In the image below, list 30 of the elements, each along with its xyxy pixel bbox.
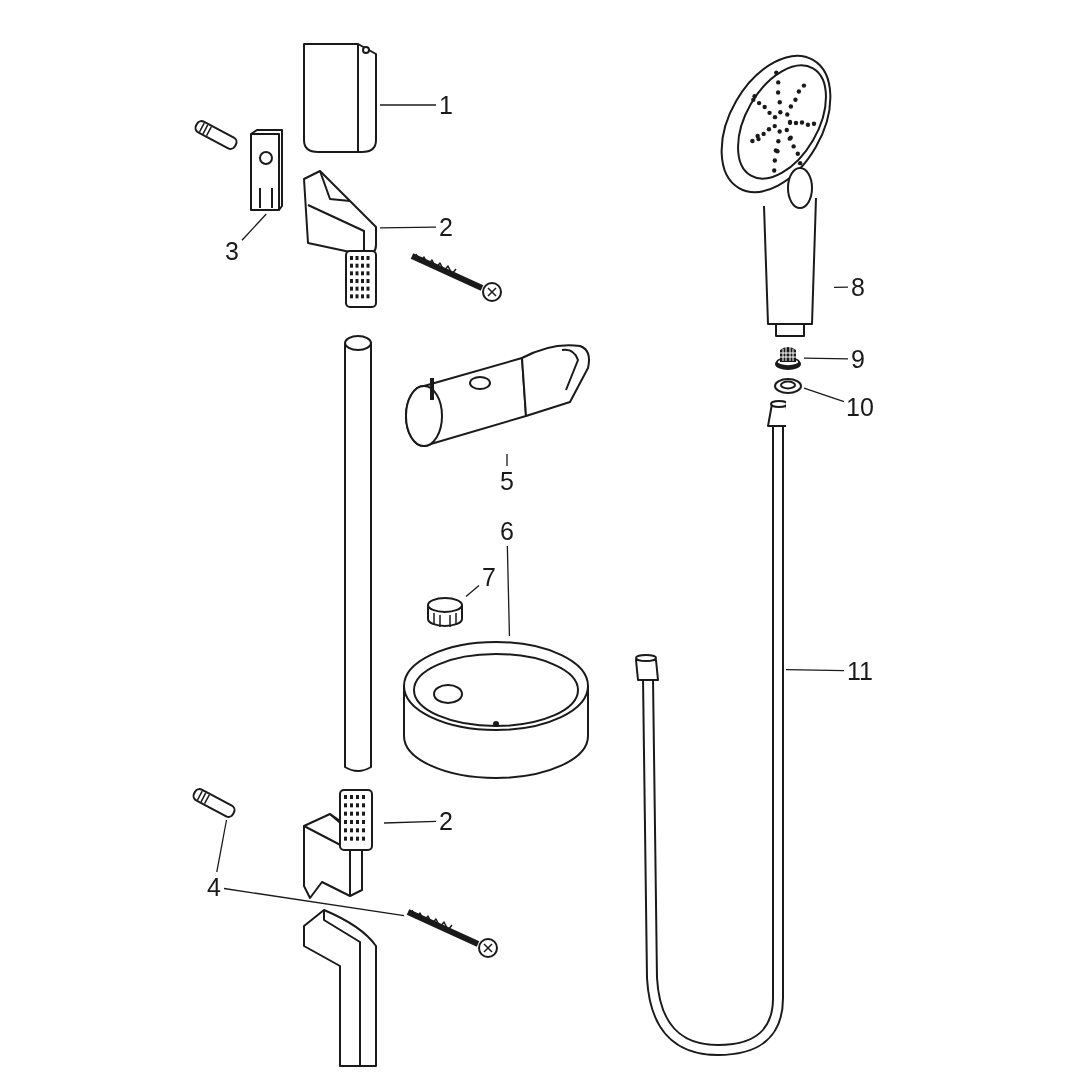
leader-line	[241, 213, 267, 241]
leader-line	[383, 820, 437, 824]
callout-number: 9	[848, 344, 868, 374]
callout-number: 7	[479, 562, 499, 592]
callout-number: 1	[436, 90, 456, 120]
callout-number: 3	[222, 236, 242, 266]
ring-drawing	[424, 595, 466, 629]
callout-number: 11	[844, 656, 876, 686]
washer-drawing	[772, 376, 804, 396]
callout-number: 5	[497, 466, 517, 496]
leader-line	[506, 453, 508, 467]
leader-line	[465, 584, 480, 598]
callout-number: 2	[436, 806, 456, 836]
spacer-plate-drawing	[248, 128, 284, 214]
callout-number: 10	[844, 392, 876, 422]
leader-line	[506, 545, 511, 637]
leader-line	[379, 226, 437, 229]
leader-line	[379, 104, 437, 106]
callout-number: 4	[204, 872, 224, 902]
cover-drawing	[300, 40, 380, 155]
leader-line	[785, 669, 845, 672]
callout-number: 8	[848, 272, 868, 302]
callout-number: 6	[497, 516, 517, 546]
strainer-drawing	[772, 344, 804, 372]
leader-line	[803, 387, 845, 403]
leader-line	[803, 357, 849, 360]
leader-line	[223, 887, 405, 917]
leader-line	[216, 819, 228, 873]
callout-number: 2	[436, 212, 456, 242]
leader-line	[833, 286, 849, 289]
